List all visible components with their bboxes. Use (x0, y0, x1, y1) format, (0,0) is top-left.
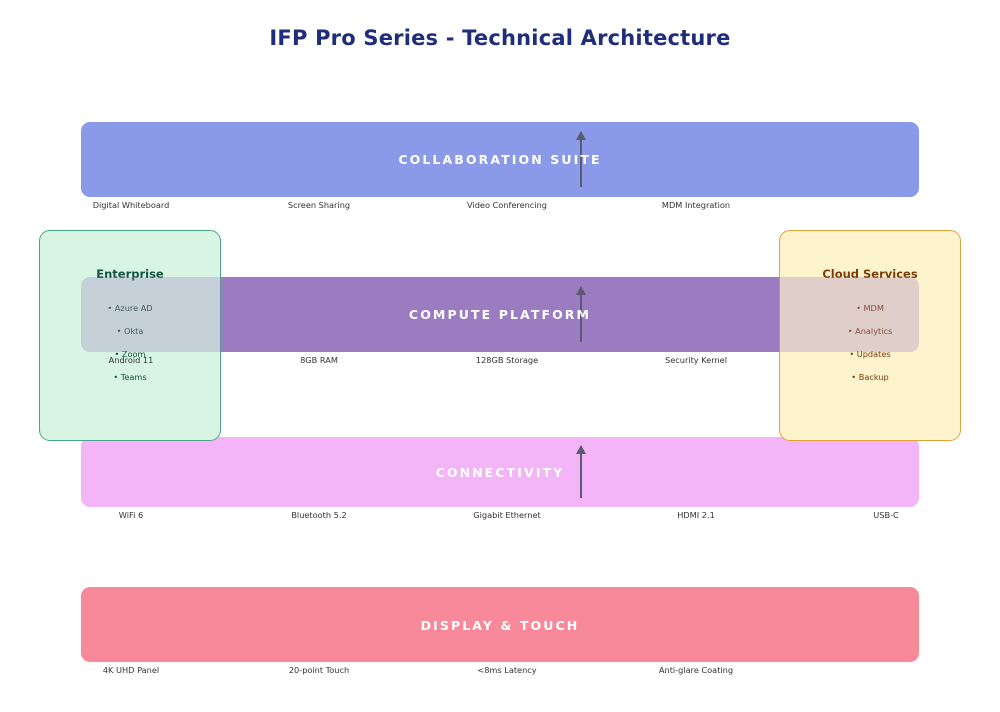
flow-arrow-collaboration (576, 131, 586, 187)
caption-video-conferencing: Video Conferencing (467, 200, 547, 210)
layer-band-collaboration[interactable]: COLLABORATION SUITE (81, 122, 919, 197)
caption-screen-sharing: Screen Sharing (287, 200, 351, 210)
side-panel-cloud-services[interactable]: Cloud Services • MDM • Analytics • Updat… (779, 230, 961, 441)
layer-band-connectivity[interactable]: CONNECTIVITY (81, 437, 919, 507)
caption-security-kernel: Security Kernel (665, 355, 727, 365)
page-title: IFP Pro Series - Technical Architecture (269, 26, 731, 50)
panel-item-backup: • Backup (851, 372, 889, 382)
caption-bluetooth-52: Bluetooth 5.2 (291, 510, 347, 520)
panel-items-cloud-services: • MDM • Analytics • Updates • Backup (780, 297, 960, 389)
caption-4k-uhd-panel: 4K UHD Panel (102, 665, 160, 675)
side-panel-enterprise[interactable]: Enterprise • Azure AD • Okta • Zoom • Te… (39, 230, 221, 441)
caption-8ms-latency: <8ms Latency (477, 665, 537, 675)
layer-label-display: DISPLAY & TOUCH (420, 618, 580, 633)
panel-item-azure-ad: • Azure AD (107, 303, 153, 313)
panel-title-enterprise: Enterprise (96, 267, 164, 281)
panel-item-mdm: • MDM (856, 303, 884, 313)
caption-row-display: 4K UHD Panel 20-point Touch <8ms Latency… (81, 665, 919, 679)
caption-128gb-storage: 128GB Storage (475, 355, 539, 365)
caption-hdmi-21: HDMI 2.1 (677, 510, 715, 520)
flow-arrow-connectivity (576, 445, 586, 498)
panel-item-zoom: • Zoom (114, 349, 146, 359)
caption-mdm-integration: MDM Integration (661, 200, 731, 210)
caption-wifi-6: WiFi 6 (118, 510, 144, 520)
panel-items-enterprise: • Azure AD • Okta • Zoom • Teams (40, 297, 220, 389)
caption-row-compute: Android 11 8GB RAM 128GB Storage Securit… (81, 355, 919, 369)
layer-label-connectivity: CONNECTIVITY (435, 465, 565, 480)
flow-arrow-compute (576, 286, 586, 342)
panel-item-analytics: • Analytics (847, 326, 893, 336)
caption-8gb-ram: 8GB RAM (300, 355, 338, 365)
panel-item-okta: • Okta (116, 326, 144, 336)
caption-gigabit-ethernet: Gigabit Ethernet (473, 510, 541, 520)
layer-band-display[interactable]: DISPLAY & TOUCH (81, 587, 919, 662)
caption-row-collaboration: Digital Whiteboard Screen Sharing Video … (81, 200, 919, 214)
caption-20-point-touch: 20-point Touch (288, 665, 350, 675)
caption-row-connectivity: WiFi 6 Bluetooth 5.2 Gigabit Ethernet HD… (81, 510, 919, 524)
panel-title-cloud-services: Cloud Services (822, 267, 918, 281)
panel-item-updates: • Updates (849, 349, 891, 359)
caption-digital-whiteboard: Digital Whiteboard (92, 200, 170, 210)
caption-anti-glare-coating: Anti-glare Coating (658, 665, 734, 675)
panel-item-teams: • Teams (113, 372, 147, 382)
caption-android-11: Android 11 (108, 355, 154, 365)
layer-label-compute: COMPUTE PLATFORM (408, 307, 592, 322)
layer-label-collaboration: COLLABORATION SUITE (398, 152, 602, 167)
caption-usb-c: USB-C (873, 510, 899, 520)
